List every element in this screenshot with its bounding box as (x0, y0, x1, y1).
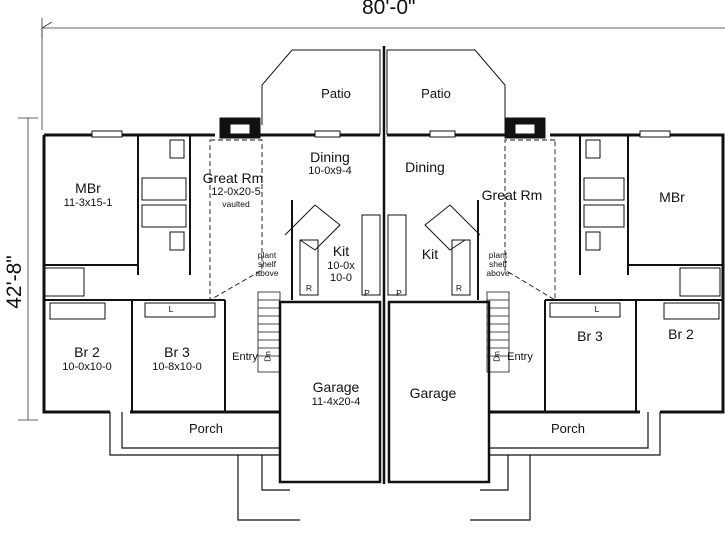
garage-left-size: 11-4x20-4 (311, 396, 361, 408)
porch-left-label: Porch (189, 421, 223, 436)
plant-shelf-left-1: plant (257, 250, 277, 260)
overall-depth-label: 42'-8" (2, 255, 26, 309)
br2-left-size: 10-0x10-0 (62, 361, 112, 373)
fixtures (142, 140, 624, 250)
dining-right-name: Dining (405, 159, 445, 175)
dimension-lines (18, 18, 725, 420)
stair-dn-left: Dn (262, 351, 273, 362)
closets (44, 268, 720, 319)
br3-left-name: Br 3 (164, 344, 190, 360)
refrigerator-left: R (305, 283, 313, 293)
overall-width-label: 80'-0" (362, 0, 416, 19)
patio-left-label: Patio (321, 86, 351, 101)
kit-left-size-2: 10-0 (329, 272, 353, 284)
br3-left-size: 10-8x10-0 (152, 361, 202, 373)
br2-right-name: Br 2 (668, 326, 694, 342)
kitchen-counters (285, 205, 480, 295)
kit-left-size-1: 10-0x (327, 260, 355, 272)
garage-left-name: Garage (312, 379, 360, 395)
br3-right-name: Br 3 (577, 328, 603, 344)
dining-left-size: 10-0x9-4 (308, 165, 352, 177)
patio-right-label: Patio (421, 86, 451, 101)
pantry-left: P (364, 288, 370, 298)
great-left-note: vaulted (222, 199, 250, 209)
stairs (258, 292, 509, 372)
mbr-left-size: 11-3x15-1 (63, 197, 113, 209)
great-left-name: Great Rm (202, 170, 264, 186)
garages (280, 302, 489, 482)
patios (262, 50, 505, 135)
great-left-size: 12-0x20-5 (211, 186, 261, 198)
windows (92, 131, 670, 137)
fireplaces (220, 118, 545, 138)
porches (110, 412, 660, 520)
kit-left-name: Kit (332, 243, 350, 259)
linen-right: L (594, 304, 600, 314)
plant-shelf-left-2: shelf (258, 259, 276, 269)
refrigerator-right: R (455, 283, 463, 293)
vault-outlines (210, 140, 555, 300)
mbr-right-name: MBr (659, 189, 685, 205)
stair-dn-right: Dn (491, 351, 502, 362)
interior-walls (44, 135, 723, 412)
plant-shelf-right-3: above (486, 268, 510, 278)
plant-shelf-right-2: shelf (489, 259, 507, 269)
pantry-right: P (396, 288, 402, 298)
linen-left: L (168, 304, 174, 314)
garage-right-name: Garage (409, 385, 457, 401)
kit-right-name: Kit (421, 246, 439, 262)
br2-left-name: Br 2 (74, 344, 100, 360)
entry-right-label: Entry (507, 351, 533, 363)
entry-left-label: Entry (232, 351, 258, 363)
dining-left-name: Dining (310, 149, 350, 165)
porch-right-label: Porch (551, 421, 585, 436)
plant-shelf-right-1: plant (488, 250, 508, 260)
plant-shelf-left-3: above (255, 268, 279, 278)
great-right-name: Great Rm (481, 187, 543, 203)
mbr-left-name: MBr (75, 180, 101, 196)
